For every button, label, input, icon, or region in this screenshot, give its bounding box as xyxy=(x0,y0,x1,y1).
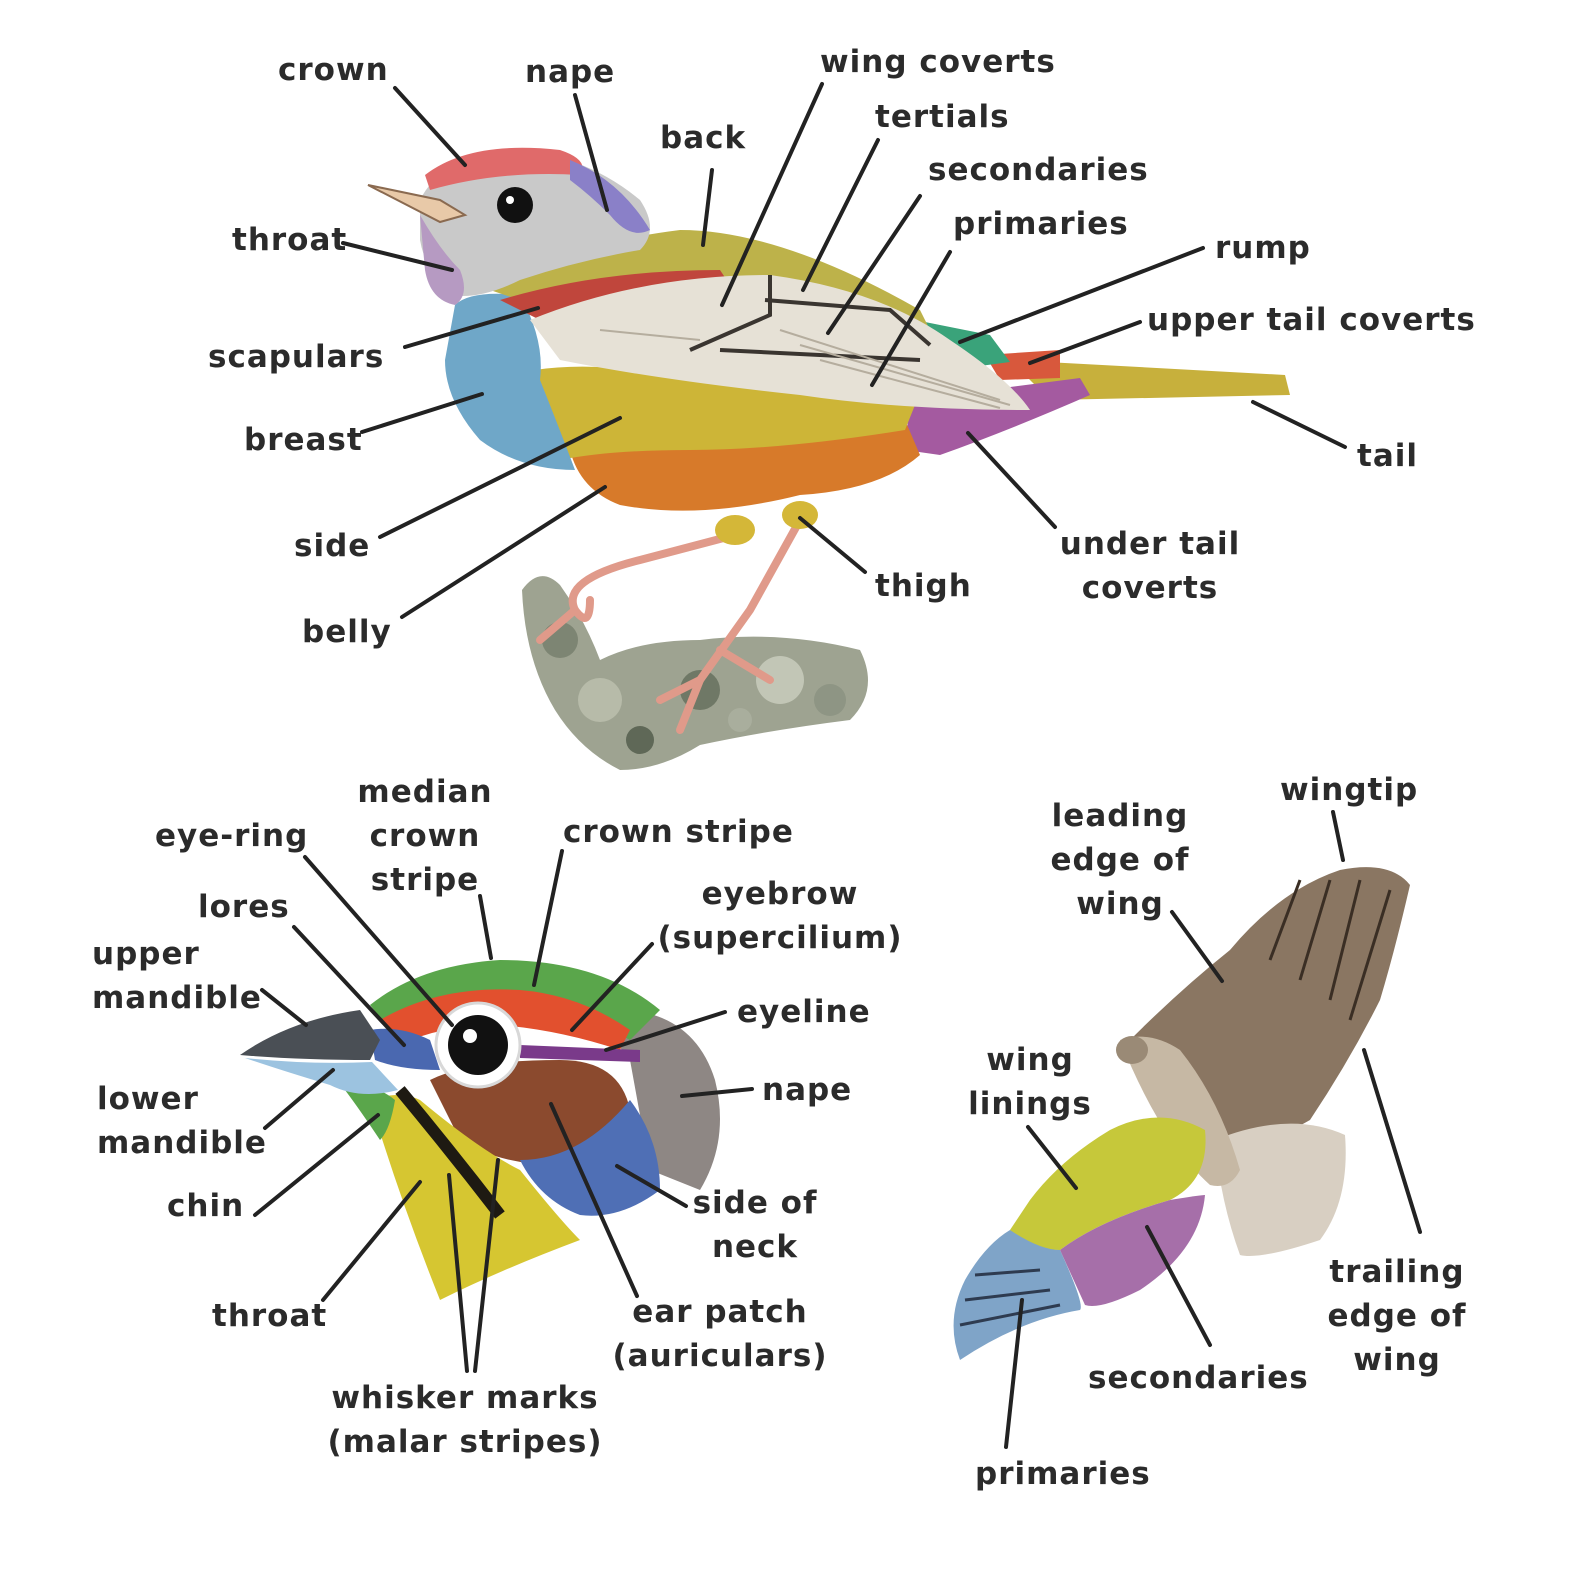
leader-lines xyxy=(253,82,1422,1449)
label-crown-stripe: crown stripe xyxy=(563,814,794,850)
eye xyxy=(497,187,533,223)
label-eye-ring: eye-ring xyxy=(155,818,309,854)
label-median-crown-stripe: median crown stripe xyxy=(357,774,493,898)
label-upper-tail-coverts: upper tail coverts xyxy=(1147,302,1476,338)
hawk-far-wing xyxy=(1130,867,1410,1143)
label-hawk-primaries: primaries xyxy=(975,1456,1151,1492)
thigh-patch xyxy=(715,515,755,545)
label-leading-edge-of-wing: leading edge of wing xyxy=(1050,798,1190,922)
label-tail: tail xyxy=(1357,438,1418,474)
hawk-wing-barring xyxy=(1268,879,1392,1021)
label-thigh: thigh xyxy=(875,568,972,604)
label-belly: belly xyxy=(302,614,392,650)
hawk-head xyxy=(1116,1036,1148,1064)
head-side-of-neck-patch xyxy=(520,1100,660,1216)
label-wing-linings: wing linings xyxy=(968,1042,1092,1122)
wing-patch xyxy=(530,275,1030,410)
label-chin: chin xyxy=(167,1188,245,1224)
head-lores-patch xyxy=(370,1028,440,1070)
hawk-secondaries-patch xyxy=(1060,1195,1205,1306)
label-breast: breast xyxy=(244,422,363,458)
label-upper-mandible: upper mandible xyxy=(92,936,262,1016)
songbird-illustration xyxy=(367,147,1290,770)
beak xyxy=(367,184,468,224)
label-eyeline: eyeline xyxy=(737,994,871,1030)
label-side-of-neck: side of neck xyxy=(692,1185,818,1265)
wing-feather-texture xyxy=(599,329,1011,409)
throat-patch xyxy=(420,215,464,305)
label-under-tail-coverts: under tail coverts xyxy=(1059,526,1241,606)
hawk-primary-barring xyxy=(959,1268,1061,1327)
label-head-nape: nape xyxy=(762,1072,853,1108)
head-eye xyxy=(448,1015,508,1075)
hawk-body xyxy=(1120,1036,1240,1186)
head-throat-patch xyxy=(370,1095,580,1300)
label-whisker-marks: whisker marks (malar stripes) xyxy=(327,1380,603,1460)
thigh-patch-far xyxy=(782,501,818,529)
label-crown: crown xyxy=(278,52,389,88)
label-side: side xyxy=(294,528,371,564)
head-illustration xyxy=(240,960,720,1300)
label-back: back xyxy=(660,120,747,156)
label-head-throat: throat xyxy=(212,1298,328,1334)
label-trailing-edge-of-wing: trailing edge of wing xyxy=(1327,1254,1467,1378)
label-lores: lores xyxy=(198,889,290,925)
breast-patch xyxy=(445,293,575,470)
head-whisker-mark xyxy=(395,1086,505,1219)
head-nape-patch xyxy=(590,1008,720,1190)
crown-patch xyxy=(425,147,583,190)
label-rump: rump xyxy=(1215,230,1311,266)
label-eyebrow: eyebrow (supercilium) xyxy=(657,876,903,956)
head-chin-patch xyxy=(345,1086,395,1140)
label-wingtip: wingtip xyxy=(1280,772,1419,808)
side-patch xyxy=(535,366,915,460)
label-primaries: primaries xyxy=(953,206,1129,242)
label-ear-patch: ear patch (auriculars) xyxy=(612,1294,828,1374)
label-tertials: tertials xyxy=(875,99,1010,135)
label-secondaries: secondaries xyxy=(928,152,1149,188)
head-upper-mandible xyxy=(240,1010,380,1060)
label-nape: nape xyxy=(525,54,616,90)
nape-patch xyxy=(570,160,650,233)
label-throat: throat xyxy=(232,222,348,258)
hawk-wing-linings xyxy=(1010,1117,1206,1250)
label-hawk-secondaries: secondaries xyxy=(1088,1360,1309,1396)
hawk-illustration xyxy=(953,867,1410,1360)
legs xyxy=(536,516,804,734)
label-scapulars: scapulars xyxy=(208,339,385,375)
label-wing-coverts: wing coverts xyxy=(820,44,1056,80)
head-lower-mandible xyxy=(245,1058,398,1094)
label-lower-mandible: lower mandible xyxy=(97,1081,267,1161)
hawk-tail xyxy=(1215,1123,1346,1256)
